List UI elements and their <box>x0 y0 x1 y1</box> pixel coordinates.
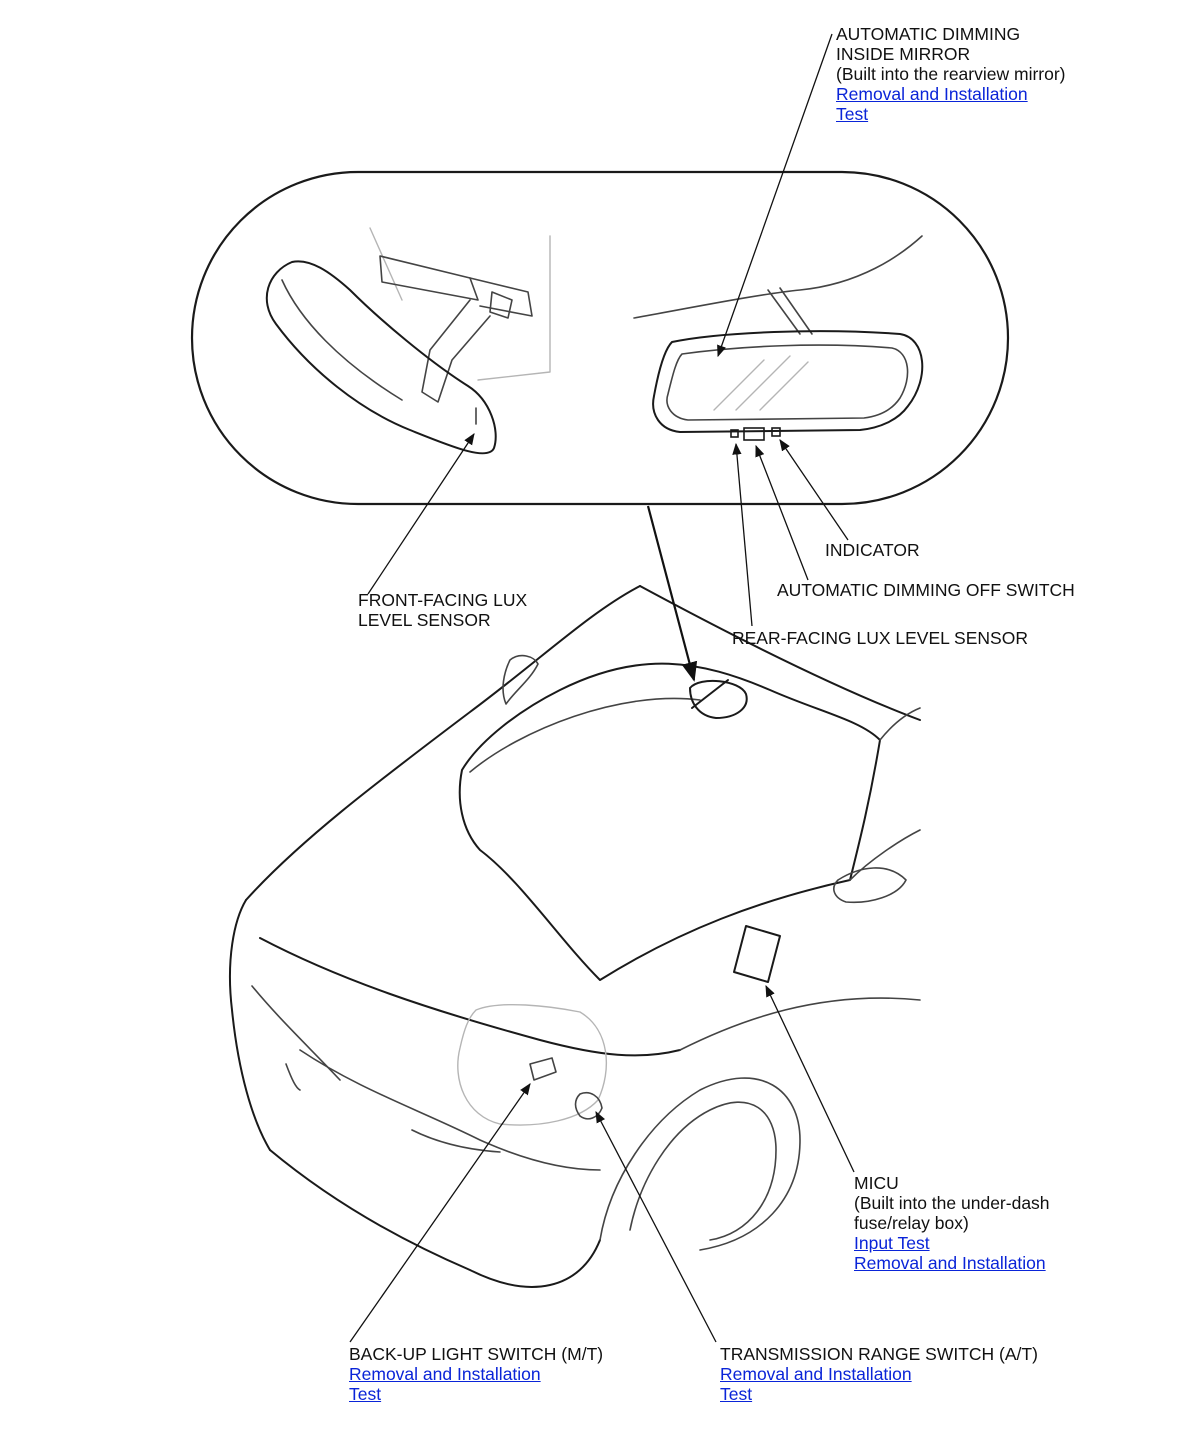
trans-switch-title: TRANSMISSION RANGE SWITCH (A/T) <box>720 1344 1038 1364</box>
backup-switch-removal-link[interactable]: Removal and Installation <box>349 1364 541 1384</box>
mirror-title-line-2: INSIDE MIRROR <box>836 44 971 64</box>
rear-sensor-text: REAR-FACING LUX LEVEL SENSOR <box>732 628 1028 648</box>
backup-switch-test-link[interactable]: Test <box>349 1384 382 1404</box>
micu-note-line-2: fuse/relay box) <box>854 1213 969 1233</box>
mirror-note: (Built into the rearview mirror) <box>836 64 1066 84</box>
mirror-test-link[interactable]: Test <box>836 104 869 124</box>
mirror-front-view <box>633 235 924 441</box>
inset-capsule <box>190 170 1010 506</box>
label-front-lux-sensor: FRONT-FACING LUX LEVEL SENSOR <box>358 590 527 630</box>
micu-input-test-link[interactable]: Input Test <box>854 1233 930 1253</box>
label-backup-light-switch: BACK-UP LIGHT SWITCH (M/T) Removal and I… <box>349 1344 603 1404</box>
mirror-title-line-1: AUTOMATIC DIMMING <box>836 24 1021 44</box>
indicator-text: INDICATOR <box>825 540 920 560</box>
label-rear-lux-sensor: REAR-FACING LUX LEVEL SENSOR <box>732 628 1028 648</box>
label-auto-dimming-mirror: AUTOMATIC DIMMING INSIDE MIRROR (Built i… <box>836 24 1066 124</box>
front-sensor-line-2: LEVEL SENSOR <box>358 610 491 630</box>
trans-switch-removal-link[interactable]: Removal and Installation <box>720 1364 912 1384</box>
vehicle-outline <box>229 585 921 1288</box>
dimming-off-switch-text: AUTOMATIC DIMMING OFF SWITCH <box>777 580 1075 600</box>
label-transmission-range-switch: TRANSMISSION RANGE SWITCH (A/T) Removal … <box>720 1344 1038 1404</box>
label-micu: MICU (Built into the under-dash fuse/rel… <box>854 1173 1050 1273</box>
micu-removal-link[interactable]: Removal and Installation <box>854 1253 1046 1273</box>
mirror-rear-view <box>265 227 551 455</box>
micu-title: MICU <box>854 1173 899 1193</box>
front-sensor-line-1: FRONT-FACING LUX <box>358 590 528 610</box>
trans-switch-test-link[interactable]: Test <box>720 1384 753 1404</box>
label-indicator: INDICATOR <box>825 540 920 560</box>
leader-lines <box>349 33 855 1343</box>
mirror-removal-link[interactable]: Removal and Installation <box>836 84 1028 104</box>
micu-note-line-1: (Built into the under-dash <box>854 1193 1050 1213</box>
backup-switch-title: BACK-UP LIGHT SWITCH (M/T) <box>349 1344 604 1364</box>
label-dimming-off-switch: AUTOMATIC DIMMING OFF SWITCH <box>777 580 1075 600</box>
